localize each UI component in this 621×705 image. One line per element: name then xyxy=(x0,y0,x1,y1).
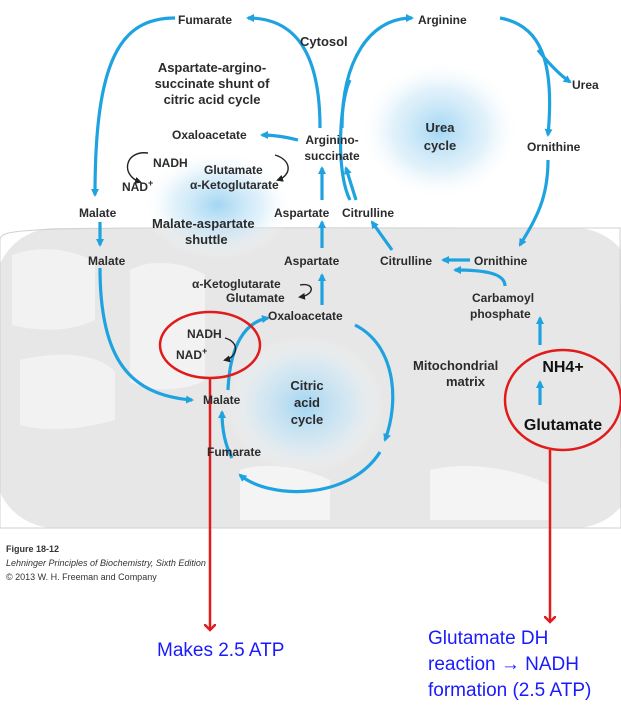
shuttle-title-line2: shuttle xyxy=(185,232,228,247)
citric-cycle-ring-bottom xyxy=(238,451,382,494)
shunt-title-line2: succinate shunt of xyxy=(155,76,271,91)
shuttle-title-line1: Malate-aspartate xyxy=(152,216,255,231)
glow-blobs xyxy=(143,60,520,475)
label-malate-cycle: Malate xyxy=(203,393,241,407)
citric-cycle-ring xyxy=(354,323,395,442)
label-aketo-cyto: α-Ketoglutarate xyxy=(190,178,279,192)
shunt-title-line1: Aspartate-argino- xyxy=(158,60,266,75)
label-cytosol: Cytosol xyxy=(300,34,348,49)
arrow-malate-to-oxaloacetate xyxy=(226,315,270,391)
label-aspartate-mito: Aspartate xyxy=(284,254,340,268)
label-nh4: NH4+ xyxy=(542,359,583,376)
arrow-ornithine-inward xyxy=(518,159,550,247)
label-arginine: Arginine xyxy=(418,13,467,27)
citric-cycle-line1: Citric xyxy=(290,378,323,393)
label-glutamate-mito: Glutamate xyxy=(226,291,285,305)
arrow-cit-mito-to-cyto xyxy=(370,220,394,251)
flow-arrows xyxy=(91,14,572,494)
citric-cycle-line2: acid xyxy=(294,395,320,410)
figure-caption: Figure 18-12 Lehninger Principles of Bio… xyxy=(6,544,206,582)
label-urea: Urea xyxy=(572,78,599,92)
label-malate-cyto: Malate xyxy=(79,206,117,220)
arrow-fumarate-to-malate-mito xyxy=(218,410,234,459)
note-gdh-line1: Glutamate DH xyxy=(428,628,548,649)
arrow-urea-release xyxy=(536,49,572,84)
shunt-title-line3: citric acid cycle xyxy=(164,92,261,107)
note-gdh-line2: reaction → NADH xyxy=(428,654,579,675)
matrix-line1: Mitochondrial xyxy=(413,358,498,373)
label-carbamoyl-2: phosphate xyxy=(470,307,531,321)
urea-cycle-line2: cycle xyxy=(424,138,457,153)
note-makes-atp: Makes 2.5 ATP xyxy=(157,640,284,661)
label-nad-mito: NAD+ xyxy=(176,346,207,362)
urea-cycle-line1: Urea xyxy=(426,120,456,135)
caption-copyright: © 2013 W. H. Freeman and Company xyxy=(6,572,157,582)
caption-book: Lehninger Principles of Biochemistry, Si… xyxy=(6,558,206,568)
glutamate-highlight-circle xyxy=(503,348,621,452)
arrow-malate-mito-down xyxy=(98,267,194,404)
label-ornithine-cyto: Ornithine xyxy=(527,140,581,154)
label-oxaloacetate-cyto: Oxaloacetate xyxy=(172,128,247,142)
label-aketo-mito: α-Ketoglutarate xyxy=(192,277,281,291)
label-nadh-cyto: NADH xyxy=(153,156,188,170)
arrow-argsucc-to-oxaloacetate xyxy=(260,131,299,142)
caption-figure-number: Figure 18-12 xyxy=(6,544,59,554)
label-citrulline-mito: Citrulline xyxy=(380,254,432,268)
arrow-citrulline-to-argsucc xyxy=(343,166,358,201)
urea-cycle-left-arc xyxy=(338,79,352,201)
highlights xyxy=(158,310,621,630)
label-nadh-mito: NADH xyxy=(187,327,222,341)
redox-arrows xyxy=(126,152,312,363)
label-citrulline-cyto: Citrulline xyxy=(342,206,394,220)
label-argininosuccinate-2: succinate xyxy=(304,149,360,163)
label-glutamate-cyto: Glutamate xyxy=(204,163,263,177)
label-aspartate-cyto: Aspartate xyxy=(274,206,330,220)
notes: Makes 2.5 ATP Glutamate DH reaction → NA… xyxy=(157,628,591,701)
arrow-argsucc-to-fumarate xyxy=(246,14,322,129)
label-nad-cyto: NAD+ xyxy=(122,178,153,194)
note-gdh-line3: formation (2.5 ATP) xyxy=(428,680,591,701)
arrow-arginine-to-ornithine xyxy=(499,16,553,137)
label-argininosuccinate-1: Arginino- xyxy=(305,133,358,147)
label-ornithine-mito: Ornithine xyxy=(474,254,528,268)
arrow-fumarate-to-malate xyxy=(91,16,176,197)
label-malate-mito: Malate xyxy=(88,254,126,268)
label-oxaloacetate-mito: Oxaloacetate xyxy=(268,309,343,323)
citric-cycle-line3: cycle xyxy=(291,412,324,427)
arrow-carbamoyl-to-citrulline xyxy=(453,266,507,287)
label-carbamoyl-1: Carbamoyl xyxy=(472,291,534,305)
matrix-line2: matrix xyxy=(446,374,486,389)
label-fumarate-top: Fumarate xyxy=(178,13,232,27)
labels: Fumarate Cytosol Arginine Urea Ornithine… xyxy=(79,13,602,459)
label-fumarate-mito: Fumarate xyxy=(207,445,261,459)
label-glutamate-highlight: Glutamate xyxy=(524,417,602,434)
